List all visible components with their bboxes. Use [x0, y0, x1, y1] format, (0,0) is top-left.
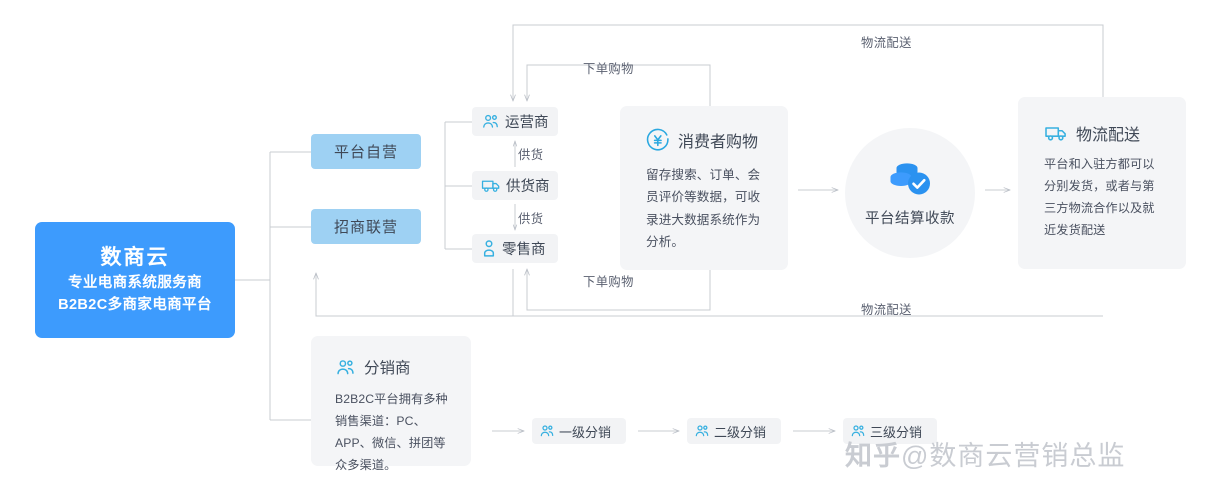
brand-subtitle-line1: 专业电商系统服务商: [67, 275, 203, 292]
distributor-title: 分销商: [364, 360, 411, 377]
brand-card: 数商云 专业电商系统服务商 B2B2C多商家电商平台: [35, 222, 235, 338]
distribution-level-3[interactable]: 三级分销: [843, 418, 937, 444]
two-people-icon: [335, 357, 356, 378]
channel-pill-joint-venture[interactable]: 招商联营: [311, 209, 421, 244]
two-people-icon: [481, 112, 500, 131]
distribution-level-1[interactable]: 一级分销: [532, 418, 626, 444]
edge-label-top-order: 下单购物: [583, 62, 634, 76]
brand-title: 数商云: [100, 246, 170, 270]
distributor-body: B2B2C平台拥有多种销售渠道：PC、APP、微信、拼团等众多渠道。: [335, 392, 448, 472]
watermark-handle: @数商云营销总监: [901, 441, 1126, 471]
distributor-header: 分销商: [335, 356, 455, 378]
truck-icon: [1044, 123, 1068, 143]
watermark-site: 知乎: [845, 441, 901, 471]
watermark: 知乎@数商云营销总监: [845, 434, 1125, 473]
channel-pill-self-operated[interactable]: 平台自营: [311, 134, 421, 169]
logistics-delivery-card: 物流配送 平台和入驻方都可以分别发货，或者与第三方物流合作以及就近发货配送: [1018, 97, 1186, 269]
role-chip-operator[interactable]: 运营商: [472, 107, 558, 136]
distribution-level-2-label: 二级分销: [714, 424, 767, 440]
coins-check-icon: [884, 159, 936, 201]
two-people-icon: [539, 423, 555, 439]
yuan-circle-icon: [646, 128, 670, 152]
consumer-shopping-card: 消费者购物 留存搜索、订单、会员评价等数据，可收录进大数据系统作为分析。: [620, 106, 788, 270]
channel-pill-self-operated-label: 平台自营: [333, 144, 398, 161]
platform-settlement-label: 平台结算收款: [865, 210, 955, 227]
logistics-delivery-body: 平台和入驻方都可以分别发货，或者与第三方物流合作以及就近发货配送: [1044, 157, 1155, 237]
distribution-level-3-label: 三级分销: [870, 424, 923, 440]
edge-label-supply-upper: 供货: [518, 148, 544, 162]
distributor-card: 分销商 B2B2C平台拥有多种销售渠道：PC、APP、微信、拼团等众多渠道。: [311, 336, 471, 472]
truck-icon: [481, 176, 501, 195]
person-icon: [481, 239, 497, 258]
platform-settlement-node: 平台结算收款: [845, 128, 975, 258]
distribution-level-2[interactable]: 二级分销: [687, 418, 781, 444]
edge-label-supply-lower: 供货: [518, 212, 544, 226]
role-chip-retailer[interactable]: 零售商: [472, 234, 558, 263]
channel-pill-joint-venture-label: 招商联营: [333, 219, 398, 236]
consumer-shopping-body: 留存搜索、订单、会员评价等数据，可收录进大数据系统作为分析。: [646, 168, 761, 250]
edge-label-bottom-order: 下单购物: [583, 275, 634, 289]
distribution-level-1-label: 一级分销: [559, 424, 612, 440]
edge-label-bottom-logistics: 物流配送: [861, 303, 912, 317]
logistics-delivery-header: 物流配送: [1044, 121, 1164, 145]
two-people-icon: [850, 423, 866, 439]
edge-label-top-logistics: 物流配送: [861, 36, 912, 50]
role-chip-supplier-label: 供货商: [506, 179, 550, 195]
consumer-shopping-title: 消费者购物: [678, 134, 759, 151]
logistics-delivery-title: 物流配送: [1076, 127, 1141, 144]
brand-subtitle-line2: B2B2C多商家电商平台: [58, 297, 212, 314]
role-chip-operator-label: 运营商: [505, 115, 549, 131]
two-people-icon: [694, 423, 710, 439]
role-chip-retailer-label: 零售商: [502, 242, 546, 258]
role-chip-supplier[interactable]: 供货商: [472, 171, 558, 200]
consumer-shopping-header: 消费者购物: [646, 128, 766, 152]
